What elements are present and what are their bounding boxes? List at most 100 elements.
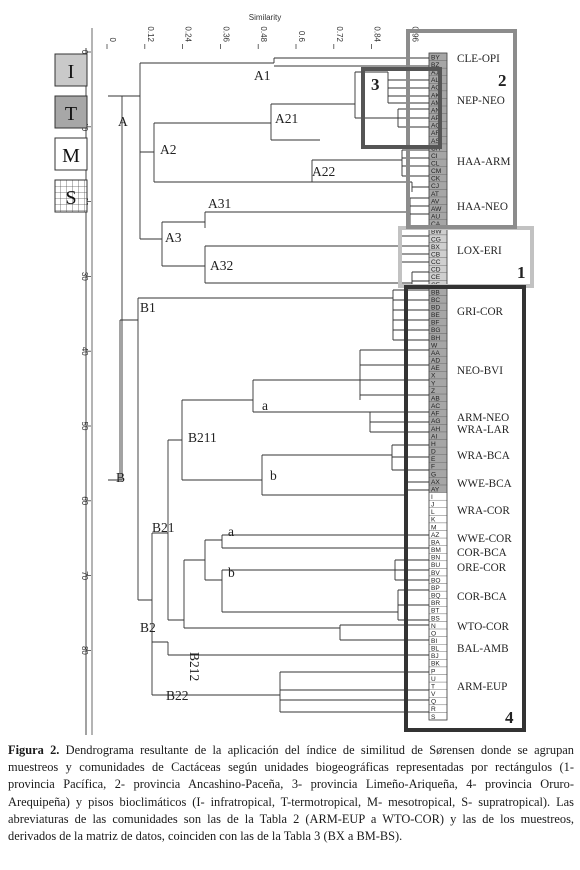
legend-letter: T xyxy=(65,103,77,125)
leaf-label: AV xyxy=(431,198,440,205)
community-label: HAA-NEO xyxy=(457,201,508,213)
leaf-label: AO xyxy=(431,85,441,92)
leaf-label: BU xyxy=(431,562,440,569)
caption-text: Dendrograma resultante de la aplicación … xyxy=(8,743,574,844)
branch-label: A31 xyxy=(208,196,231,211)
leaf-label: AS xyxy=(431,138,440,145)
leaf-label: BT xyxy=(431,608,439,615)
top-tick-label: 0 xyxy=(108,38,117,43)
tree-branch xyxy=(152,624,429,656)
leaf-label: AJ xyxy=(431,70,439,77)
legend-square xyxy=(54,53,88,87)
left-tick-label: 80 xyxy=(80,646,89,655)
region-number: 4 xyxy=(505,708,514,727)
leaf-label: BL xyxy=(431,646,439,653)
top-tick-label: 0.96 xyxy=(410,26,419,42)
leaf-label: CA xyxy=(431,221,441,228)
leaf-label: CK xyxy=(431,176,441,183)
leaf-label: BD xyxy=(431,305,440,312)
branch-label: B1 xyxy=(140,300,156,315)
leaf-label: BQ xyxy=(431,593,441,600)
left-tick-label: 70 xyxy=(80,571,89,580)
leaf-label: BM xyxy=(431,547,441,554)
community-label: ORE-COR xyxy=(457,562,507,574)
leaf-label: AX xyxy=(431,479,440,486)
community-label: WRA-LAR xyxy=(457,424,510,436)
community-label: ARM-EUP xyxy=(457,681,507,693)
leaf-label: AI xyxy=(431,433,437,440)
leaf-label: Z xyxy=(431,388,435,395)
sample-strip: BYBZAJALAOAKAMANAPAQARASCHCICLCMCKCJATAV… xyxy=(428,52,448,721)
leaf-label: CB xyxy=(431,251,441,258)
leaf-label: O xyxy=(431,630,436,637)
tree-branch xyxy=(154,149,429,192)
leaf-label: BR xyxy=(431,600,440,607)
branch-label: A xyxy=(118,114,128,129)
leaf-label: BB xyxy=(431,289,440,296)
leaf-label: AY xyxy=(431,486,440,493)
leaf-label: AB xyxy=(431,395,440,402)
leaf-label: CI xyxy=(431,153,438,160)
leaf-label: AL xyxy=(431,77,439,84)
leaf-label: AD xyxy=(431,358,440,365)
leaf-label: AH xyxy=(431,426,440,433)
leaf-label: AG xyxy=(431,418,441,425)
branch-label: b xyxy=(270,468,277,483)
leaf-label: K xyxy=(431,517,436,524)
left-tick-label: 40 xyxy=(80,347,89,356)
community-label: BAL-AMB xyxy=(457,643,509,655)
leaf-label: AP xyxy=(431,115,440,122)
axis-title: Similarity xyxy=(249,13,281,22)
leaf-label: AE xyxy=(431,365,440,372)
leaf-label: BS xyxy=(431,615,440,622)
leaf-label: F xyxy=(431,464,435,471)
tree-branch xyxy=(138,532,168,695)
leaf-label: BF xyxy=(431,320,439,327)
leaf-label: BA xyxy=(431,539,440,546)
branch-label: B211 xyxy=(188,430,217,445)
branch-label: a xyxy=(228,524,234,539)
leaf-label: AU xyxy=(431,214,440,221)
branch-label: B212 xyxy=(187,652,202,681)
branch-label: A2 xyxy=(160,142,177,157)
branch-label: B2 xyxy=(140,620,156,635)
community-label: COR-BCA xyxy=(457,591,507,603)
tree-branch xyxy=(122,57,429,152)
top-tick-label: 0.6 xyxy=(297,31,306,43)
branch-label: A22 xyxy=(312,164,335,179)
region-number: 1 xyxy=(517,263,526,282)
leaf-label: G xyxy=(431,471,436,478)
leaf-label: CL xyxy=(431,160,440,167)
strip-border xyxy=(428,52,448,721)
leaf-label: Y xyxy=(431,380,436,387)
community-label: WRA-COR xyxy=(457,505,510,517)
leaf-label: H xyxy=(431,441,436,448)
leaf-label: BY xyxy=(431,54,440,61)
leaf-label: T xyxy=(431,683,435,690)
community-labels: CLE-OPINEP-NEOHAA-ARMHAA-NEOLOX-ERIGRI-C… xyxy=(457,53,512,693)
community-label: HAA-ARM xyxy=(457,156,511,168)
community-label: GRI-COR xyxy=(457,306,504,318)
left-tick-label: 60 xyxy=(80,496,89,505)
community-label: WWE-BCA xyxy=(457,478,512,490)
leaf-label: AF xyxy=(431,411,439,418)
leaf-label: BP xyxy=(431,585,440,592)
tree-branch xyxy=(140,122,271,182)
branch-label: B21 xyxy=(152,520,175,535)
leaf-label: Q xyxy=(431,699,436,706)
legend-square xyxy=(54,179,88,213)
top-tick-label: 0.48 xyxy=(259,26,268,42)
tree-branch xyxy=(182,444,429,496)
community-label: CLE-OPI xyxy=(457,53,500,65)
leaf-label: P xyxy=(431,668,436,675)
leaf-label: AC xyxy=(431,403,440,410)
top-tick-label: 0.36 xyxy=(221,26,230,42)
leaf-label: BC xyxy=(431,297,440,304)
tree-branch xyxy=(119,320,122,481)
region-box-4 xyxy=(404,285,526,732)
leaf-label: J xyxy=(431,502,434,509)
leaf-label: BO xyxy=(431,577,441,584)
branch-labels: AA1A2A21A22A3A31A32BB1B2B21B211B212B22ab… xyxy=(116,68,335,703)
